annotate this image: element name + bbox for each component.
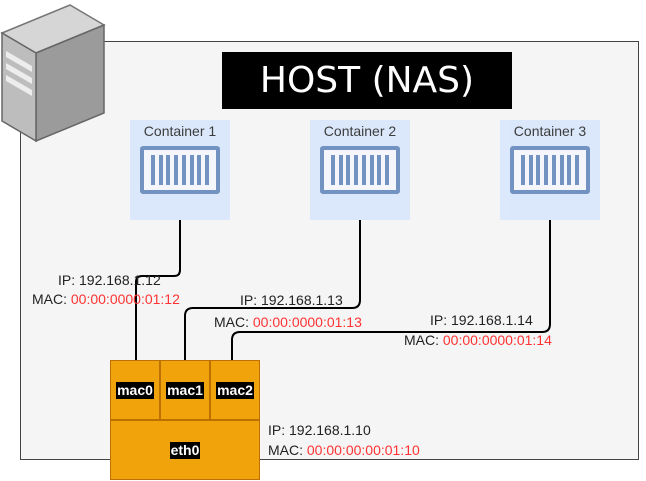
container-2[interactable]: Container 2	[310, 120, 410, 220]
mac-label: MAC:	[32, 291, 71, 307]
mac-label: MAC:	[404, 332, 443, 348]
eth0-mac: MAC: 00:00:00:00:01:10	[268, 441, 420, 459]
container-3-mac: MAC: 00:00:0000:01:14	[404, 331, 552, 349]
container-1-ip: IP: 192.168.1.12	[58, 271, 161, 289]
interface-eth0[interactable]: eth0	[110, 420, 260, 480]
wire-container-3	[231, 220, 551, 360]
container-2-mac-value: 00:00:0000:01:13	[252, 314, 362, 330]
container-2-label: Container 2	[323, 123, 397, 139]
mac-label: MAC:	[214, 314, 253, 330]
interface-mac2[interactable]: mac2	[210, 360, 260, 420]
eth0-ip-text: IP: 192.168.1.10	[268, 422, 371, 438]
server-tower-icon	[0, 4, 106, 143]
container-2-ip: IP: 192.168.1.13	[240, 291, 343, 309]
interface-eth0-label: eth0	[169, 441, 201, 459]
container-1-ip-text: IP: 192.168.1.12	[58, 272, 161, 288]
container-3-label: Container 3	[513, 123, 587, 139]
mac-label: MAC:	[268, 442, 307, 458]
container-3-ip-text: IP: 192.168.1.14	[430, 312, 533, 328]
container-1-mac: MAC: 00:00:0000:01:12	[32, 290, 180, 308]
interface-mac0[interactable]: mac0	[110, 360, 160, 420]
interface-mac0-label: mac0	[116, 381, 154, 399]
container-3-mac-value: 00:00:0000:01:14	[442, 332, 552, 348]
wire-container-1	[135, 220, 181, 360]
container-2-ip-text: IP: 192.168.1.13	[240, 292, 343, 308]
container-1[interactable]: Container 1	[130, 120, 230, 220]
container-3-ip: IP: 192.168.1.14	[430, 311, 533, 329]
host-title: HOST (NAS)	[222, 52, 512, 109]
container-3[interactable]: Container 3	[500, 120, 600, 220]
container-1-mac-value: 00:00:0000:01:12	[70, 291, 180, 307]
container-icon	[510, 146, 590, 194]
interface-mac1-label: mac1	[166, 381, 204, 399]
interface-mac1[interactable]: mac1	[160, 360, 210, 420]
eth0-ip: IP: 192.168.1.10	[268, 421, 371, 439]
container-2-mac: MAC: 00:00:0000:01:13	[214, 313, 362, 331]
wire-container-2	[184, 220, 361, 360]
container-icon	[140, 146, 220, 194]
interface-mac2-label: mac2	[216, 381, 254, 399]
eth0-mac-value: 00:00:00:00:01:10	[306, 442, 420, 458]
container-icon	[320, 146, 400, 194]
container-1-label: Container 1	[143, 123, 217, 139]
